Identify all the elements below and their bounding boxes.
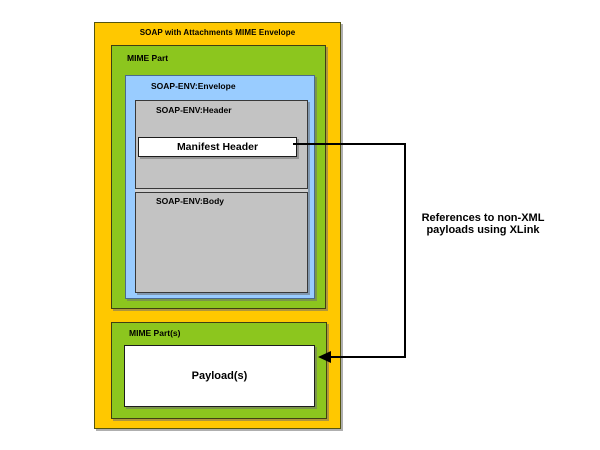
mime-parts-label: MIME Part(s) <box>129 328 181 338</box>
soap-envelope-label: SOAP-ENV:Envelope <box>151 81 236 91</box>
manifest-header-label: Manifest Header <box>176 141 259 153</box>
mime-parts-box: MIME Part(s) Payload(s) <box>111 322 327 419</box>
annotation-line2: payloads using XLink <box>426 224 540 236</box>
mime-part-label: MIME Part <box>127 53 169 63</box>
soap-envelope-box: SOAP-ENV:Envelope SOAP-ENV:Header Manife… <box>125 75 315 299</box>
mime-part-box: MIME Part SOAP-ENV:Envelope SOAP-ENV:Hea… <box>111 45 326 309</box>
header-body-divider <box>135 188 308 193</box>
payloads-label: Payload(s) <box>191 370 248 382</box>
mime-envelope-box: SOAP with Attachments MIME Envelope MIME… <box>94 22 341 429</box>
annotation-text: References to non-XML payloads using XLi… <box>402 212 564 236</box>
annotation-line1: References to non-XML <box>421 212 545 224</box>
manifest-header-box: Manifest Header <box>138 137 297 157</box>
payloads-box: Payload(s) <box>124 345 315 407</box>
soap-body-label: SOAP-ENV:Body <box>156 196 225 206</box>
mime-envelope-label: SOAP with Attachments MIME Envelope <box>139 28 296 37</box>
soap-header-label: SOAP-ENV:Header <box>156 105 232 115</box>
soap-sections-box: SOAP-ENV:Header Manifest Header SOAP-ENV… <box>135 100 308 293</box>
